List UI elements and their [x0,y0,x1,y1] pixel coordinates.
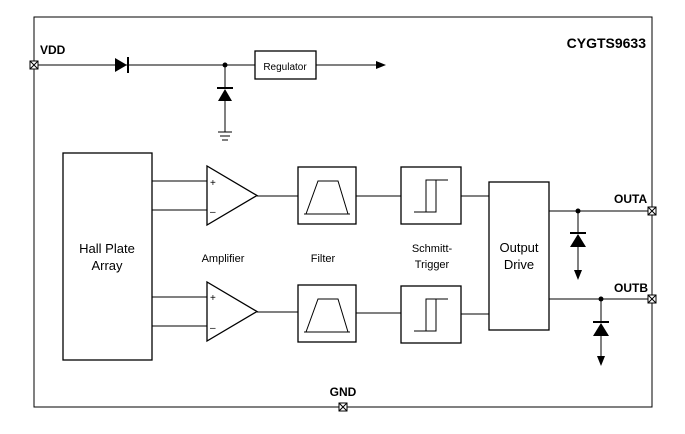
outa-pin-terminal [647,206,657,216]
filter-bottom-block [297,284,357,343]
schmitt-label-line1: Schmitt- [412,243,453,255]
output-drive-label-line2: Drive [504,257,534,272]
schmitt-label-line2: Trigger [415,259,450,271]
gnd-pin-terminal [338,402,348,412]
outb-pin-terminal [647,294,657,304]
chip-name: CYGTS9633 [567,35,647,51]
schmitt-trigger-top-block [400,166,462,225]
regulator-label: Regulator [263,62,307,73]
hall-plate-label-line1: Hall Plate [79,241,135,256]
filter-top-block [297,166,357,225]
vdd-pin-label: VDD [40,43,66,57]
amplifier-bottom-minus: – [210,323,216,334]
amplifier-bottom-icon [206,280,259,343]
amplifier-bottom-plus: + [210,293,216,304]
outa-down-arrow-icon [574,270,582,280]
series-diode-icon [115,57,129,73]
filter-label: Filter [311,253,336,265]
outb-pin-label: OUTB [614,281,648,295]
shunt-diode-icon [217,87,233,101]
outa-pin-label: OUTA [614,192,647,206]
schmitt-trigger-bottom-block [400,285,462,344]
outa-diode-icon [570,232,586,247]
vdd-pin-terminal [29,60,39,70]
ground-symbol-icon [218,131,232,141]
outb-diode-icon [593,321,609,336]
amplifier-top-minus: – [210,207,216,218]
regulator-output-arrow-icon [376,61,386,69]
gnd-pin-label: GND [330,385,357,399]
hall-plate-label-line2: Array [91,258,123,273]
amplifier-top-plus: + [210,178,216,189]
outb-down-arrow-icon [597,356,605,366]
output-drive-block [488,181,550,331]
hall-plate-array-block [62,152,153,361]
amplifier-top-icon [206,164,259,227]
output-drive-label-line1: Output [499,240,538,255]
amplifier-label: Amplifier [202,253,245,265]
